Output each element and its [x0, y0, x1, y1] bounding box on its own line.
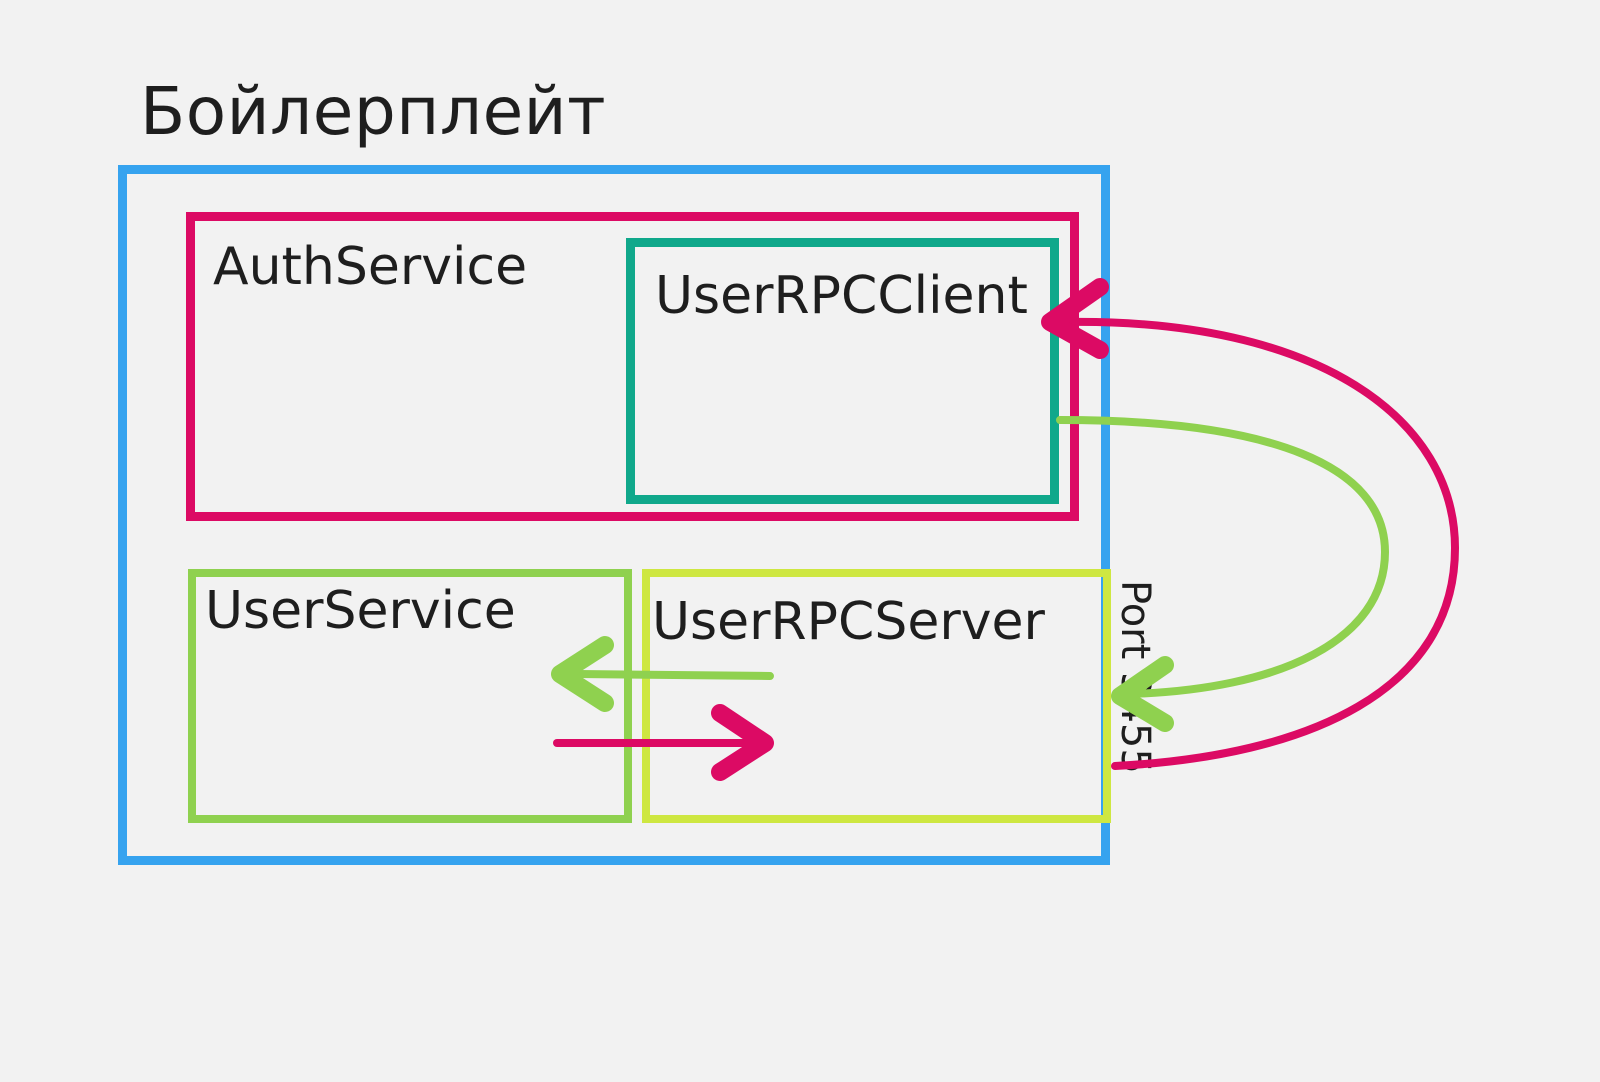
user-rpc-client-box[interactable] — [626, 238, 1059, 504]
auth-service-label: AuthService — [213, 237, 528, 297]
user-service-label: UserService — [205, 581, 516, 641]
port-label: Port 3455 — [1112, 580, 1158, 774]
user-rpc-client-label: UserRPCClient — [655, 266, 1028, 326]
user-rpc-server-label: UserRPCServer — [652, 592, 1045, 652]
diagram-title: Бойлерплейт — [140, 73, 607, 150]
user-service-box[interactable] — [188, 569, 632, 823]
